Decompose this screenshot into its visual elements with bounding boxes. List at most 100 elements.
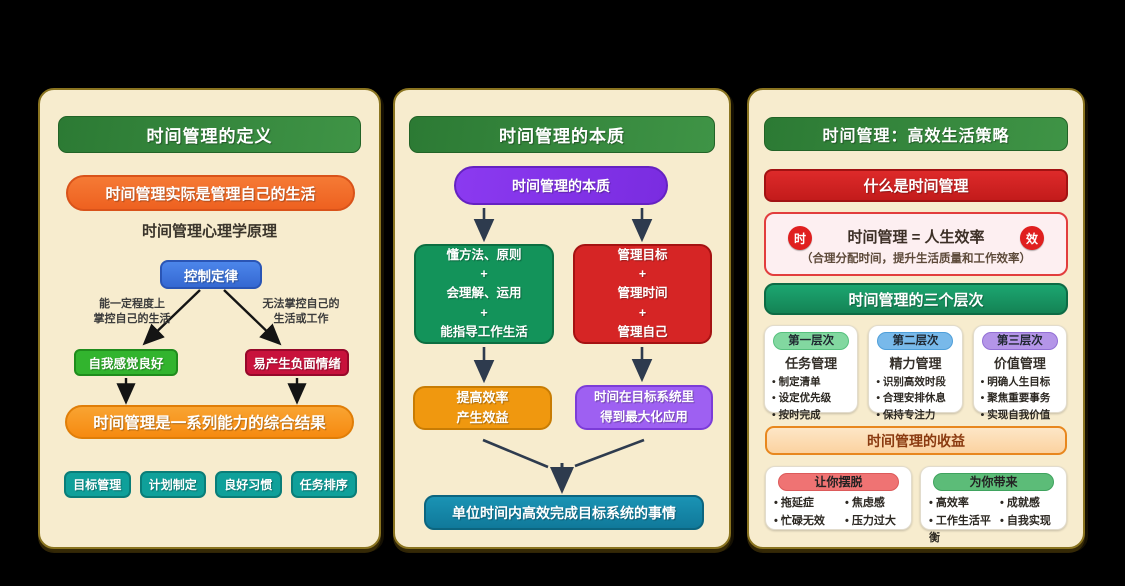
benefits-bar: 时间管理的收益	[765, 426, 1067, 455]
level-1-item-2: 设定优先级	[772, 390, 857, 406]
gain-items: 高效率 成就感 工作生活平衡 自我实现	[929, 495, 1058, 548]
essence-result-bar: 单位时间内高效完成目标系统的事情	[424, 495, 704, 530]
three-levels-bar: 时间管理的三个层次	[764, 283, 1068, 315]
three-levels-label: 时间管理的三个层次	[848, 291, 984, 309]
left-panel-title-bar: 时间管理的定义	[58, 116, 361, 153]
level-3-item-3: 实现自我价值	[981, 407, 1066, 423]
efficiency-box: 提高效率 产生效益	[413, 386, 552, 430]
right-panel-title-bar: 时间管理：高效生活策略	[764, 117, 1068, 151]
maximize-line-2: 得到最大化应用	[600, 409, 688, 424]
tag-plan-making-label: 计划制定	[148, 478, 197, 492]
formula-main-text: 时间管理 = 人生效率	[847, 229, 985, 246]
conclusion-pill: 时间管理是一系列能力的综合结果	[65, 405, 354, 439]
negative-emotion-label: 易产生负面情绪	[253, 357, 341, 371]
level-2-badge: 第二层次	[877, 332, 954, 350]
what-is-label: 什么是时间管理	[863, 178, 969, 195]
level-3-items: 明确人生目标 聚焦重要事务 实现自我价值	[974, 374, 1066, 423]
tag-good-habits: 良好习惯	[215, 471, 282, 498]
control-law-node: 控制定律	[160, 260, 262, 289]
method-line-2: 会理解、运用	[446, 286, 522, 301]
benefits-label: 时间管理的收益	[867, 432, 965, 449]
level-3-badge: 第三层次	[981, 332, 1058, 350]
panel-time-management-essence: 时间管理的本质 时间管理的本质 懂方法、原则 + 会理解、运用 + 能指导工作生…	[393, 88, 731, 549]
converge-line-left	[482, 438, 549, 469]
tag-goal-management: 目标管理	[64, 471, 131, 498]
efficiency-badge: 效	[1020, 226, 1044, 250]
tag-goal-management-label: 目标管理	[73, 478, 122, 492]
branch-label-can-control: 能一定程度上 掌控自己的生活	[70, 297, 194, 327]
level-1-item-3: 按时完成	[772, 407, 857, 423]
psychology-principle-label: 时间管理心理学原理	[141, 223, 277, 240]
level-3-title: 价值管理	[993, 356, 1046, 371]
level-card-3: 第三层次 价值管理 明确人生目标 聚焦重要事务 实现自我价值	[972, 325, 1067, 421]
level-1-title: 任务管理	[785, 356, 838, 371]
gain-item-4: 自我实现	[1000, 513, 1058, 548]
level-2-item-1: 识别高效时段	[876, 374, 961, 390]
manage-line-3: 管理自己	[617, 325, 668, 340]
branch-left-line1: 能一定程度上	[99, 298, 165, 310]
panel-time-management-definition: 时间管理的定义 时间管理实际是管理自己的生活 时间管理心理学原理 控制定律 能一…	[38, 88, 381, 549]
formula-sub-text: （合理分配时间，提升生活质量和工作效率）	[801, 253, 1031, 265]
definition-pill-label: 时间管理实际是管理自己的生活	[105, 185, 316, 203]
escape-badge: 让你摆脱	[778, 473, 899, 491]
formula-box: 时 效 时间管理 = 人生效率 （合理分配时间，提升生活质量和工作效率）	[764, 212, 1068, 276]
conclusion-pill-label: 时间管理是一系列能力的综合结果	[93, 415, 326, 432]
gain-item-2: 成就感	[1000, 495, 1058, 513]
panel-efficient-life-strategy: 时间管理：高效生活策略 什么是时间管理 时 效 时间管理 = 人生效率 （合理分…	[747, 88, 1085, 549]
manage-plus-1: +	[638, 266, 647, 281]
feel-good-node: 自我感觉良好	[74, 349, 178, 376]
negative-emotion-node: 易产生负面情绪	[245, 349, 349, 376]
manage-plus-2: +	[638, 305, 647, 320]
time-badge: 时	[788, 226, 812, 250]
left-panel-title: 时间管理的定义	[146, 127, 273, 146]
middle-panel-title: 时间管理的本质	[499, 127, 625, 146]
escape-items: 拖延症 焦虑感 忙碌无效 压力过大	[774, 495, 903, 530]
level-1-items: 制定清单 设定优先级 按时完成	[765, 374, 857, 423]
level-2-item-3: 保持专注力	[876, 407, 961, 423]
manage-line-1: 管理目标	[617, 247, 668, 262]
method-plus-1: +	[480, 266, 488, 281]
right-panel-title: 时间管理：高效生活策略	[822, 128, 1010, 145]
what-is-bar: 什么是时间管理	[764, 169, 1068, 202]
tag-plan-making: 计划制定	[139, 471, 206, 498]
level-3-item-2: 聚焦重要事务	[981, 390, 1066, 406]
benefit-card-gain: 为你带来 高效率 成就感 工作生活平衡 自我实现	[920, 466, 1067, 544]
level-1-item-1: 制定清单	[772, 374, 857, 390]
level-2-items: 识别高效时段 合理安排休息 保持专注力	[869, 374, 961, 423]
gain-item-3: 工作生活平衡	[929, 513, 1000, 548]
efficiency-line-2: 产生效益	[456, 410, 509, 425]
definition-pill: 时间管理实际是管理自己的生活	[66, 175, 355, 211]
ability-tags-row: 目标管理 计划制定 良好习惯 任务排序	[64, 471, 357, 498]
level-2-title: 精力管理	[889, 356, 942, 371]
manage-box: 管理目标 + 管理时间 + 管理自己	[573, 244, 712, 344]
manage-line-2: 管理时间	[617, 286, 668, 301]
branch-left-line2: 掌控自己的生活	[93, 312, 171, 325]
maximize-box: 时间在目标系统里 得到最大化应用	[575, 385, 713, 430]
tag-task-ordering: 任务排序	[290, 471, 357, 498]
levels-row: 第一层次 任务管理 制定清单 设定优先级 按时完成 第二层次 精力管理 识别高效…	[764, 325, 1067, 421]
level-card-1: 第一层次 任务管理 制定清单 设定优先级 按时完成	[764, 325, 859, 421]
escape-item-2: 焦虑感	[845, 495, 903, 513]
converge-line-right	[574, 438, 645, 468]
tag-good-habits-label: 良好习惯	[224, 478, 273, 492]
tag-task-ordering-label: 任务排序	[299, 478, 348, 492]
middle-panel-title-bar: 时间管理的本质	[409, 116, 715, 153]
essence-root-label: 时间管理的本质	[512, 177, 610, 194]
method-line-3: 能指导工作生活	[440, 325, 528, 340]
feel-good-label: 自我感觉良好	[88, 357, 164, 371]
level-2-item-2: 合理安排休息	[876, 390, 961, 406]
branch-label-cannot-control: 无法掌控自己的 生活或工作	[232, 297, 370, 327]
gain-badge: 为你带来	[933, 473, 1054, 491]
level-card-2: 第二层次 精力管理 识别高效时段 合理安排休息 保持专注力	[868, 325, 963, 421]
escape-item-1: 拖延症	[774, 495, 845, 513]
maximize-line-1: 时间在目标系统里	[593, 390, 694, 405]
efficiency-line-1: 提高效率	[456, 389, 509, 405]
method-line-1: 懂方法、原则	[446, 247, 522, 262]
benefit-card-escape: 让你摆脱 拖延症 焦虑感 忙碌无效 压力过大	[765, 466, 912, 530]
method-plus-2: +	[480, 305, 488, 320]
benefits-row: 让你摆脱 拖延症 焦虑感 忙碌无效 压力过大 为你带来 高效率 成就感 工作生活…	[765, 466, 1067, 544]
branch-right-line2: 生活或工作	[273, 312, 329, 325]
level-3-item-1: 明确人生目标	[981, 374, 1066, 390]
method-box: 懂方法、原则 + 会理解、运用 + 能指导工作生活	[414, 244, 554, 344]
branch-right-line1: 无法掌控自己的	[262, 298, 340, 310]
